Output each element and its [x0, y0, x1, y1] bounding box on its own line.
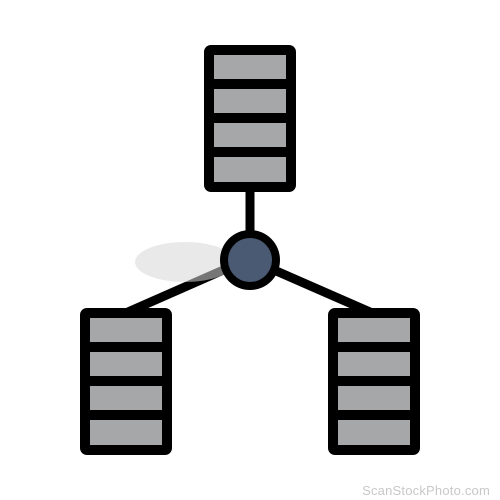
drive-slot: [90, 386, 162, 410]
server-bottom-left: [80, 308, 172, 455]
network-hub: [220, 230, 280, 290]
drive-slot: [214, 55, 286, 79]
drive-slot: [90, 420, 162, 445]
server-top: [204, 45, 296, 192]
connector-right: [272, 265, 372, 317]
drive-slot: [214, 123, 286, 147]
drive-slot: [338, 420, 410, 445]
drive-slot: [90, 318, 162, 342]
server-bottom-right: [328, 308, 420, 455]
drive-slot: [338, 318, 410, 342]
drive-slot: [338, 352, 410, 376]
drive-slot: [214, 157, 286, 182]
drive-slot: [338, 386, 410, 410]
watermark-text: ScanStockPhoto.com: [362, 483, 490, 498]
drive-slot: [90, 352, 162, 376]
drive-slot: [214, 89, 286, 113]
